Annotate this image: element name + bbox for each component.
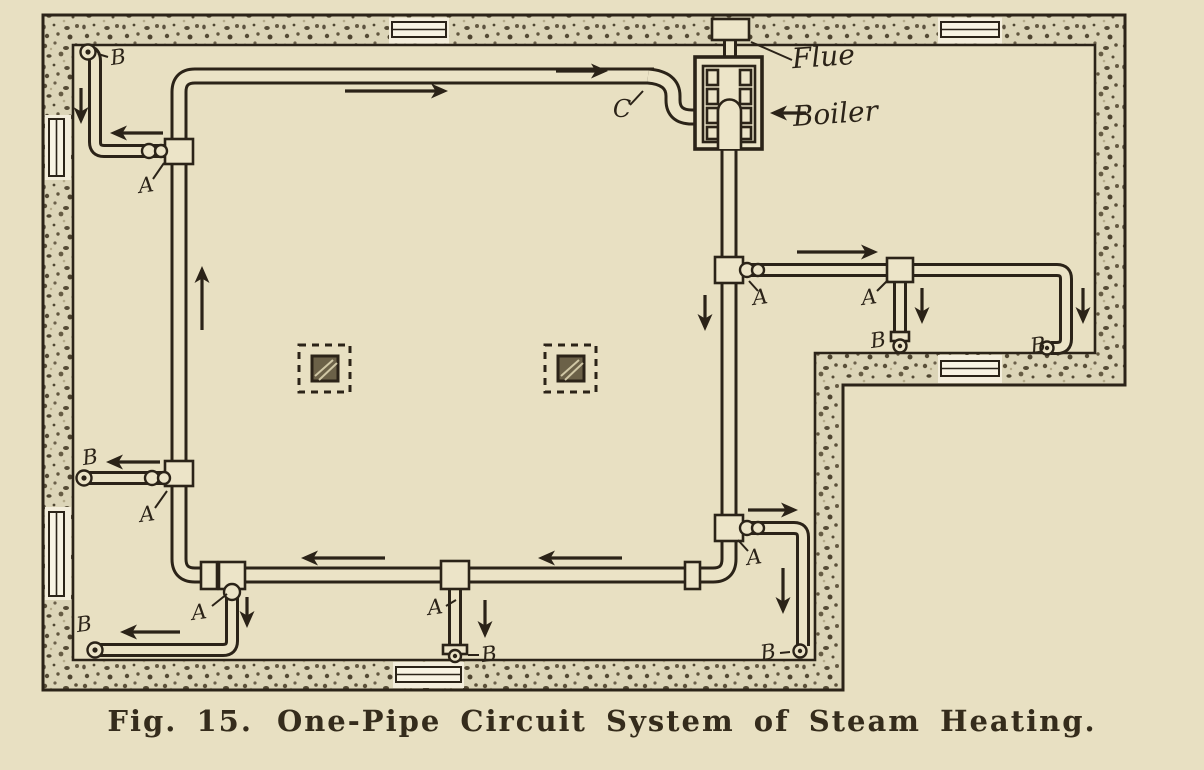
branch-right-wing	[729, 263, 1073, 355]
window-wing-bottom	[938, 355, 1002, 383]
window-top-left	[389, 17, 449, 44]
label-b-left-middle: B	[80, 444, 100, 470]
annotations: Flue Boiler C A A A A A A A B B B B B B …	[74, 38, 1048, 667]
label-a-right-branch: A	[858, 284, 878, 310]
label-a-bottom-middle: A	[424, 594, 444, 620]
flow-arrows	[73, 63, 1091, 640]
branch-pipes	[81, 45, 1073, 657]
drip-bottom-left	[97, 584, 239, 657]
label-a-bottom-right: A	[743, 544, 763, 570]
main-circuit-pipe	[170, 67, 738, 584]
window-openings	[45, 17, 1002, 688]
label-a-left-middle: A	[136, 501, 156, 527]
label-c: C	[613, 95, 631, 123]
column-right	[543, 343, 598, 394]
label-b-far-right: B	[1028, 332, 1048, 358]
window-left-upper	[45, 115, 71, 180]
window-bottom	[393, 662, 464, 688]
label-b-right-branch: B	[868, 327, 888, 353]
boiler	[693, 55, 764, 151]
label-b-bottom-right: B	[758, 639, 778, 665]
window-top-right	[938, 17, 1002, 44]
figure-caption: Fig. 15. One-Pipe Circuit System of Steam…	[0, 704, 1204, 738]
figure-number: Fig. 15.	[107, 704, 253, 738]
label-b-bottom-middle: B	[479, 641, 499, 667]
window-left-lower	[45, 507, 71, 600]
flue-label: Flue	[790, 38, 856, 75]
branch-top-left	[81, 45, 170, 158]
column-left	[297, 343, 352, 394]
label-b-top-left: B	[108, 44, 128, 70]
label-a-top-left: A	[135, 172, 155, 198]
label-b-bottom-left: B	[74, 611, 94, 637]
pipe-fittings	[75, 43, 1055, 664]
label-a-right-riser: A	[749, 284, 769, 310]
figure-title: One-Pipe Circuit System of Steam Heating…	[276, 704, 1097, 738]
building-walls	[41, 13, 1127, 692]
branch-bottom-right	[729, 521, 810, 646]
boiler-label: Boiler	[791, 94, 881, 133]
label-a-bottom-left: A	[188, 599, 208, 625]
